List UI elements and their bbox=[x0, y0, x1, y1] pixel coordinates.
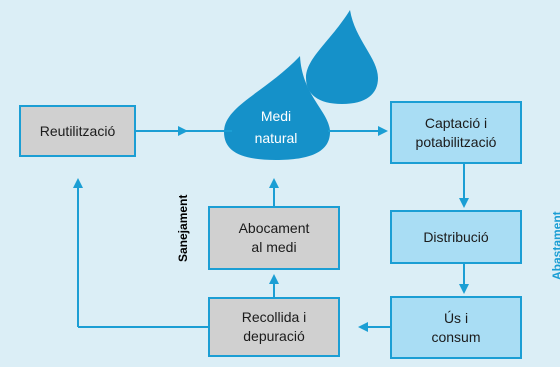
side-label-abastament: Abastament bbox=[550, 211, 560, 280]
box-abocament: Abocament al medi bbox=[208, 206, 340, 270]
box-reutilitzacio: Reutilització bbox=[19, 105, 136, 157]
box-recollida: Recollida i depuració bbox=[208, 297, 340, 357]
box-distribucio: Distribució bbox=[390, 210, 522, 264]
medi-natural-drop bbox=[224, 56, 330, 160]
box-us-consum: Ús i consum bbox=[390, 296, 522, 359]
flow-arrows bbox=[73, 126, 469, 332]
side-label-sanejament: Sanejament bbox=[176, 194, 190, 262]
connector-lines bbox=[77, 186, 210, 328]
box-captacio: Captació i potabilització bbox=[390, 101, 522, 164]
medi-natural-label: Medi natural bbox=[254, 108, 298, 146]
small-water-drop bbox=[306, 10, 378, 104]
